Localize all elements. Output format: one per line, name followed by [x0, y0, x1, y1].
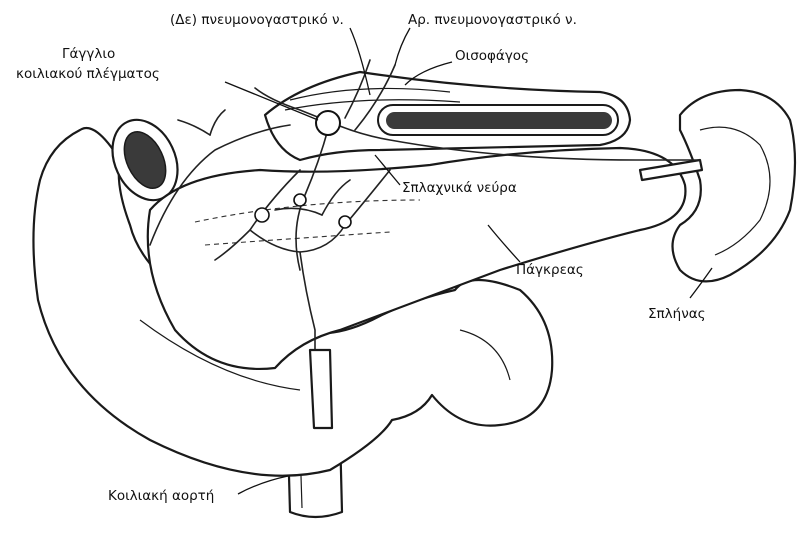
label-esophagus: Οισοφάγος: [455, 48, 529, 64]
label-pancreas: Πάγκρεας: [516, 262, 584, 278]
label-celiac-ganglion-line1: Γάγγλιο: [62, 46, 115, 62]
label-celiac-ganglion-line2: κοιλιακού πλέγματος: [16, 66, 160, 82]
label-spleen: Σπλήνας: [648, 306, 706, 322]
mesenteric-vessel: [310, 350, 332, 428]
label-abdominal-aorta: Κοιλιακή αορτή: [108, 488, 214, 504]
celiac-ganglion: [316, 111, 340, 135]
label-left-vagus: (Δε) πνευμονογαστρικό ν.: [170, 12, 344, 28]
label-splanchnic-nerves: Σπλαχνικά νεύρα: [402, 180, 517, 196]
spleen: [673, 90, 796, 281]
label-right-vagus: Αρ. πνευμονογαστρικό ν.: [408, 12, 577, 28]
